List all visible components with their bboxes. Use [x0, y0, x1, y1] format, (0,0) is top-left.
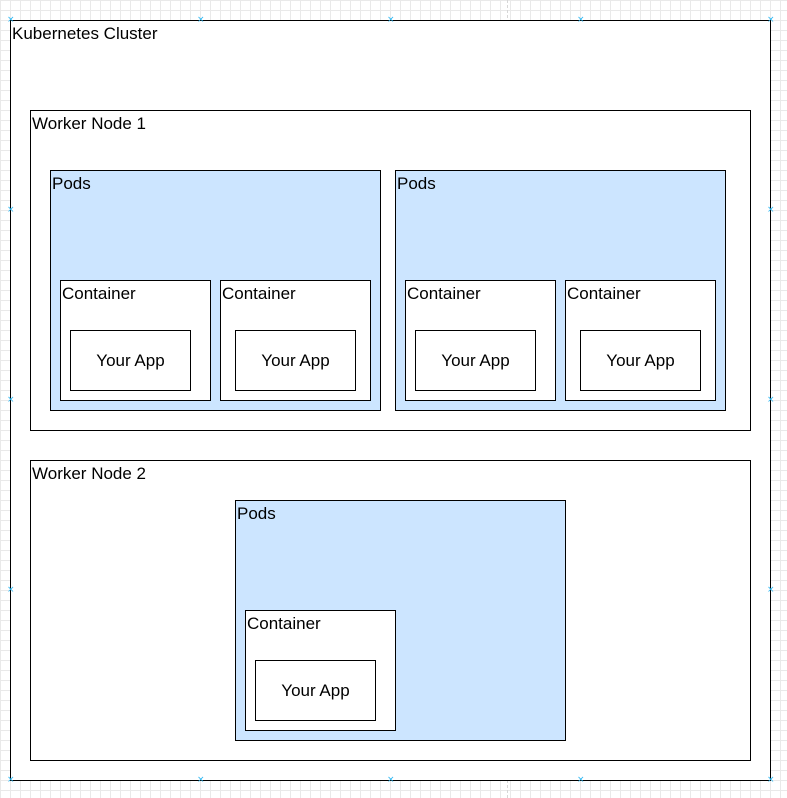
app-label: Your App — [96, 350, 165, 370]
pod-label: Pods — [237, 504, 276, 523]
resize-handle-icon[interactable]: × — [197, 775, 205, 785]
resize-handle-icon[interactable]: × — [767, 585, 775, 595]
pod-label: Pods — [397, 174, 436, 193]
container-label: Container — [222, 284, 296, 303]
resize-handle-icon[interactable]: × — [767, 395, 775, 405]
app-label: Your App — [606, 350, 675, 370]
resize-handle-icon[interactable]: × — [7, 585, 15, 595]
resize-handle-icon[interactable]: × — [387, 775, 395, 785]
app-box[interactable]: Your App — [580, 330, 701, 391]
resize-handle-icon[interactable]: × — [767, 15, 775, 25]
container-label: Container — [407, 284, 481, 303]
app-label: Your App — [441, 350, 510, 370]
resize-handle-icon[interactable]: × — [577, 775, 585, 785]
container-label: Container — [62, 284, 136, 303]
resize-handle-icon[interactable]: × — [197, 15, 205, 25]
worker-node-2-label: Worker Node 2 — [32, 464, 147, 483]
app-box[interactable]: Your App — [415, 330, 536, 391]
worker-node-1-label: Worker Node 1 — [32, 114, 147, 133]
resize-handle-icon[interactable]: × — [767, 205, 775, 215]
container-label: Container — [247, 614, 321, 633]
resize-handle-icon[interactable]: × — [387, 15, 395, 25]
app-box[interactable]: Your App — [235, 330, 356, 391]
resize-handle-icon[interactable]: × — [7, 775, 15, 785]
container-label: Container — [567, 284, 641, 303]
resize-handle-icon[interactable]: × — [7, 205, 15, 215]
resize-handle-icon[interactable]: × — [577, 15, 585, 25]
cluster-label: Kubernetes Cluster — [12, 24, 158, 43]
app-box[interactable]: Your App — [70, 330, 191, 391]
resize-handle-icon[interactable]: × — [767, 775, 775, 785]
app-box[interactable]: Your App — [255, 660, 376, 721]
resize-handle-icon[interactable]: × — [7, 395, 15, 405]
app-label: Your App — [261, 350, 330, 370]
pod-label: Pods — [52, 174, 91, 193]
app-label: Your App — [281, 680, 350, 700]
resize-handle-icon[interactable]: × — [7, 15, 15, 25]
